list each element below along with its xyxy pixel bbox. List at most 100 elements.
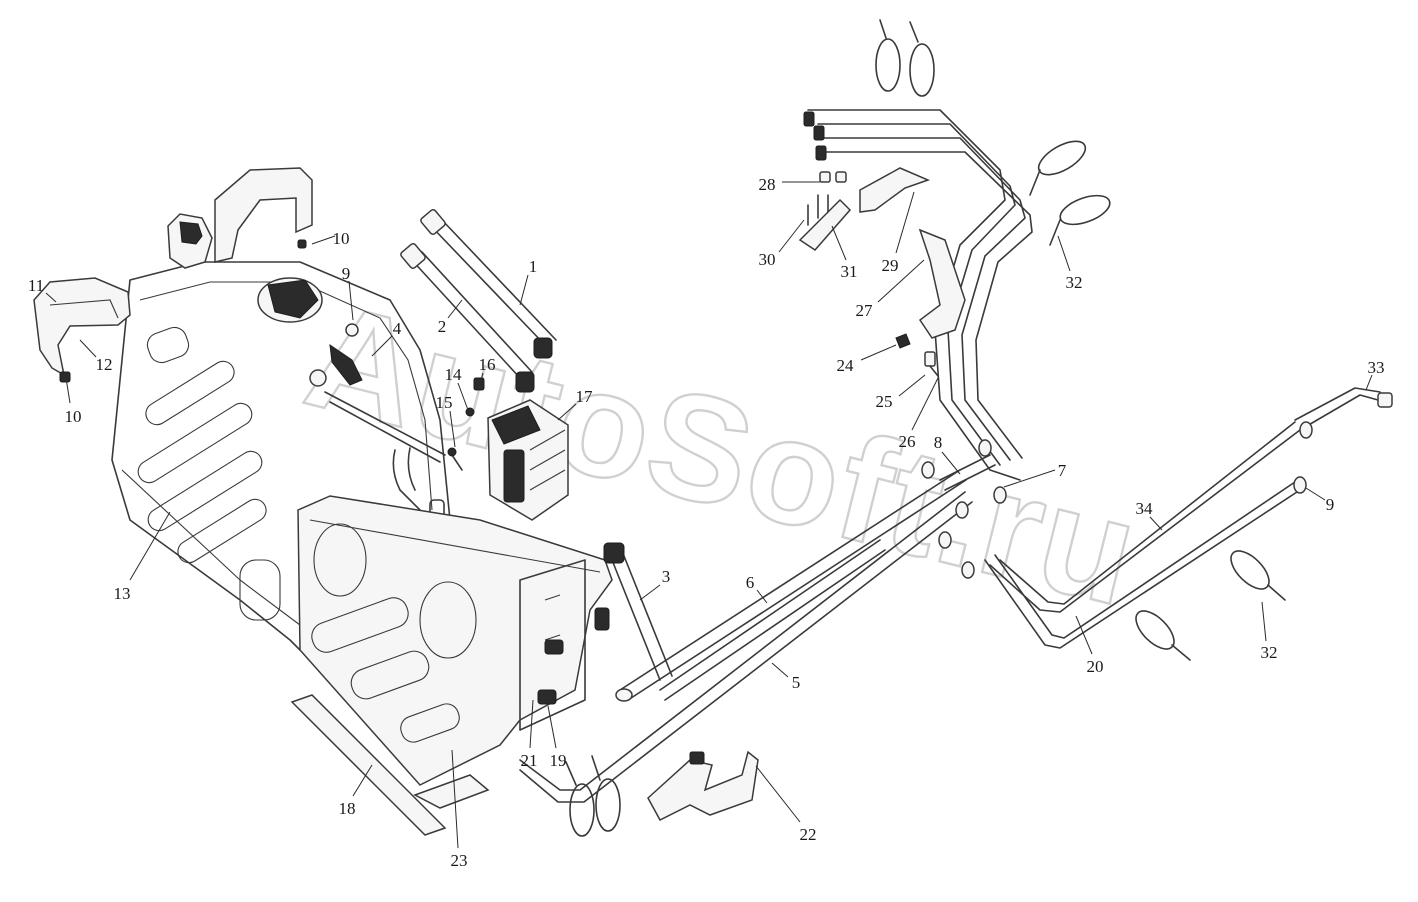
tank-pump-module: [167, 213, 323, 323]
callout-leader-c2: [447, 299, 463, 319]
callout-leader-c30: [778, 219, 805, 253]
callout-leader-c18: [352, 764, 373, 797]
callout-label-c30: 30: [759, 250, 776, 269]
callout-label-c6: 6: [746, 573, 755, 592]
callout-label-c26: 26: [899, 432, 916, 451]
hose-2: [400, 243, 535, 393]
callout-leader-c9a: [348, 280, 354, 321]
callout-label-c31: 31: [841, 262, 858, 281]
bracket-22: [647, 750, 759, 821]
callout-label-c8: 8: [934, 433, 943, 452]
callout-leader-c22: [755, 765, 801, 823]
callout-label-c2: 2: [438, 317, 447, 336]
callout-label-c32a: 32: [1066, 273, 1083, 292]
hose-clamps: [921, 421, 1313, 579]
callout-leader-c10a: [311, 235, 336, 245]
base-plate-18: [290, 694, 490, 836]
callout-leader-c26: [911, 377, 939, 431]
callout-leader-c11: [45, 292, 57, 303]
callout-leader-c7: [1003, 469, 1056, 488]
callout-leader-c31: [831, 225, 847, 261]
callout-label-c34: 34: [1136, 499, 1154, 518]
callout-leader-c14: [457, 382, 469, 411]
callout-leader-c24: [860, 344, 897, 361]
callout-leader-c6: [756, 589, 768, 604]
callout-label-c25: 25: [876, 392, 893, 411]
callout-leader-c17: [557, 403, 577, 421]
callout-label-c19: 19: [550, 751, 567, 770]
callout-label-c22: 22: [800, 825, 817, 844]
tank-handle-left: [33, 277, 131, 377]
control-unit: [487, 399, 569, 521]
callout-label-c15: 15: [436, 393, 453, 412]
callout-leader-c12: [79, 339, 97, 358]
callout-leader-c33: [1365, 374, 1373, 391]
callout-label-c13: 13: [114, 584, 131, 603]
hose-1: [420, 209, 557, 359]
callout-leader-c29: [895, 191, 915, 254]
callout-leader-c5: [771, 662, 789, 678]
callout-leader-c16: [479, 372, 484, 386]
callout-leader-c15: [449, 410, 456, 448]
callout-leader-c34: [1149, 516, 1163, 531]
callout-label-c20: 20: [1087, 657, 1104, 676]
callout-label-c10b: 10: [65, 407, 82, 426]
small-fittings: [59, 239, 363, 387]
callout-label-c10a: 10: [333, 229, 350, 248]
pipe-8: [939, 454, 996, 491]
callout-leader-c3: [639, 584, 661, 601]
bracket-27: [918, 228, 966, 339]
callout-leader-c23: [451, 749, 459, 849]
callout-leader-c20: [1075, 615, 1093, 655]
callout-label-c27: 27: [856, 301, 874, 320]
callout-label-c21: 21: [521, 751, 538, 770]
bolts-19-21: [537, 607, 610, 705]
callout-label-c17: 17: [576, 387, 594, 406]
callout-label-c4: 4: [393, 319, 402, 338]
callout-label-c24: 24: [837, 356, 855, 375]
callout-leader-c13: [129, 511, 171, 581]
callout-label-c9a: 9: [342, 264, 351, 283]
tank-handle-top: [214, 167, 313, 263]
callout-leader-c32a: [1057, 235, 1071, 272]
tank-ribs: [137, 326, 281, 621]
callout-layer: 1234567899101011121314151617181920212223…: [28, 175, 1385, 870]
callout-leader-c9b: [1305, 487, 1326, 501]
callout-leader-c10b: [65, 377, 71, 404]
bracket-29: [859, 167, 931, 213]
callout-label-c3: 3: [662, 567, 671, 586]
callout-label-c29: 29: [882, 256, 899, 275]
callout-leader-c21: [529, 699, 534, 749]
fasteners-24-28: [819, 171, 939, 377]
callout-label-c16: 16: [479, 355, 496, 374]
mounting-bracket: [297, 495, 613, 786]
callout-label-c7: 7: [1058, 461, 1067, 480]
callout-leader-c25: [898, 374, 926, 397]
callout-label-c5: 5: [792, 673, 801, 692]
callout-leader-c4: [371, 335, 393, 357]
pipe-3: [603, 542, 673, 681]
pipe-34: [989, 387, 1393, 613]
callout-leader-c8: [941, 451, 961, 475]
callout-label-c28: 28: [759, 175, 776, 194]
callout-leader-c1: [519, 274, 529, 306]
pipe-6: [615, 469, 967, 702]
bracket-31: [798, 194, 852, 251]
callout-label-c1: 1: [529, 257, 538, 276]
callout-label-c9b: 9: [1326, 495, 1335, 514]
callout-label-c14: 14: [445, 365, 463, 384]
callout-leader-c19: [547, 705, 557, 749]
pipe-7-group: [803, 109, 1033, 481]
callout-label-c33: 33: [1368, 358, 1385, 377]
callout-label-c18: 18: [339, 799, 356, 818]
callout-label-c32b: 32: [1261, 643, 1278, 662]
callout-leader-c27: [877, 259, 925, 303]
callout-label-c11: 11: [28, 276, 44, 295]
callout-leader-c32b: [1261, 601, 1267, 642]
cable-ties: [565, 19, 1286, 837]
callout-label-c23: 23: [451, 851, 468, 870]
fuel-tank: [111, 261, 451, 661]
callout-label-c12: 12: [96, 355, 113, 374]
